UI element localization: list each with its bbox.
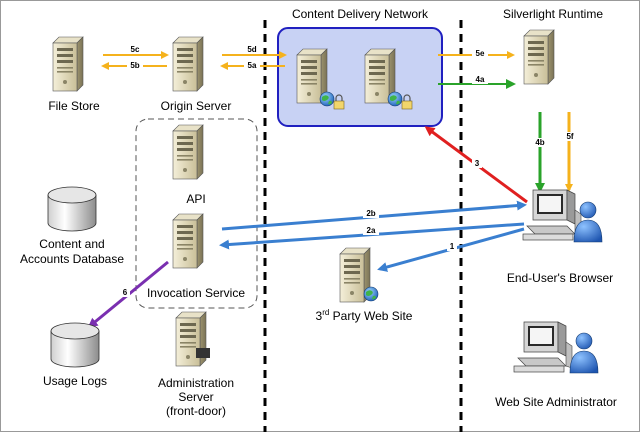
svg-text:5c: 5c	[131, 45, 140, 54]
database-icon	[50, 322, 100, 368]
edge-label-5f: 5f	[562, 132, 578, 141]
svg-text:5d: 5d	[247, 45, 256, 54]
svg-text:4b: 4b	[535, 138, 544, 147]
api-label: API	[186, 192, 205, 206]
file-store-label: File Store	[48, 99, 100, 113]
svg-text:5e: 5e	[476, 49, 485, 58]
computer-icon	[513, 321, 573, 373]
invocation-server-icon	[172, 213, 204, 269]
invocation-service-label: Invocation Service	[147, 286, 245, 300]
edge-label-4b: 4b	[532, 138, 548, 147]
runtime-server-icon	[523, 29, 555, 85]
globe-icon	[319, 91, 335, 107]
admin-screen-icon	[196, 348, 210, 358]
runtime-region-title: Silverlight Runtime	[503, 7, 603, 21]
browser-label: End-User's Browser	[507, 271, 613, 285]
file-store-node: File Store	[48, 36, 100, 113]
edge-label-5b: 5b	[127, 61, 143, 70]
edge-label-3: 3	[472, 159, 482, 168]
globe-icon	[363, 286, 379, 302]
svg-text:5f: 5f	[566, 132, 573, 141]
admin-label-line3: (front-door)	[166, 404, 226, 418]
edge-label-6: 6	[120, 288, 130, 297]
content-db-node: Content and Accounts Database	[20, 186, 124, 266]
edge-label-2a: 2a	[363, 226, 379, 235]
invocation-service-node: Invocation Service	[147, 213, 245, 300]
api-node: API	[172, 124, 206, 206]
cdn-region-title: Content Delivery Network	[292, 7, 429, 21]
browser-node: End-User's Browser	[507, 189, 613, 285]
usage-logs-node: Usage Logs	[43, 322, 107, 388]
edge-label-5c: 5c	[127, 45, 143, 54]
svg-text:2b: 2b	[366, 209, 375, 218]
usage-logs-label: Usage Logs	[43, 374, 107, 388]
origin-server-node: Origin Server	[161, 36, 232, 113]
file-store-server-icon	[52, 36, 84, 92]
svg-text:5b: 5b	[130, 61, 139, 70]
svg-text:3: 3	[475, 159, 480, 168]
origin-server-label: Origin Server	[161, 99, 232, 113]
api-server-icon	[172, 124, 204, 180]
edge-label-4a: 4a	[472, 75, 488, 84]
third-party-label: 3rd Party Web Site	[316, 308, 413, 323]
edge-label-5e: 5e	[472, 49, 488, 58]
svg-text:1: 1	[450, 242, 455, 251]
runtime-server-node	[523, 29, 555, 85]
svg-text:4a: 4a	[476, 75, 485, 84]
admin-label-line1: Administration	[158, 376, 234, 390]
admin-label-line2: Server	[178, 390, 213, 404]
edge-label-2b: 2b	[363, 209, 379, 218]
svg-text:5a: 5a	[248, 61, 257, 70]
svg-text:6: 6	[123, 288, 128, 297]
origin-server-icon	[172, 36, 204, 92]
globe-icon	[387, 91, 403, 107]
edge-label-1: 1	[447, 242, 457, 251]
web-admin-node: Web Site Administrator	[495, 321, 617, 409]
admin-server-node: Administration Server (front-door)	[158, 311, 234, 418]
user-icon	[569, 332, 599, 374]
content-db-label-line1: Content and	[39, 237, 104, 251]
edge-label-5d: 5d	[244, 45, 260, 54]
third-party-site-node: 3rd Party Web Site	[316, 247, 413, 323]
content-db-label-line2: Accounts Database	[20, 252, 124, 266]
computer-icon	[522, 189, 582, 241]
database-icon	[47, 186, 97, 232]
edge-label-5a: 5a	[244, 61, 260, 70]
web-admin-label: Web Site Administrator	[495, 395, 617, 409]
svg-text:2a: 2a	[367, 226, 376, 235]
